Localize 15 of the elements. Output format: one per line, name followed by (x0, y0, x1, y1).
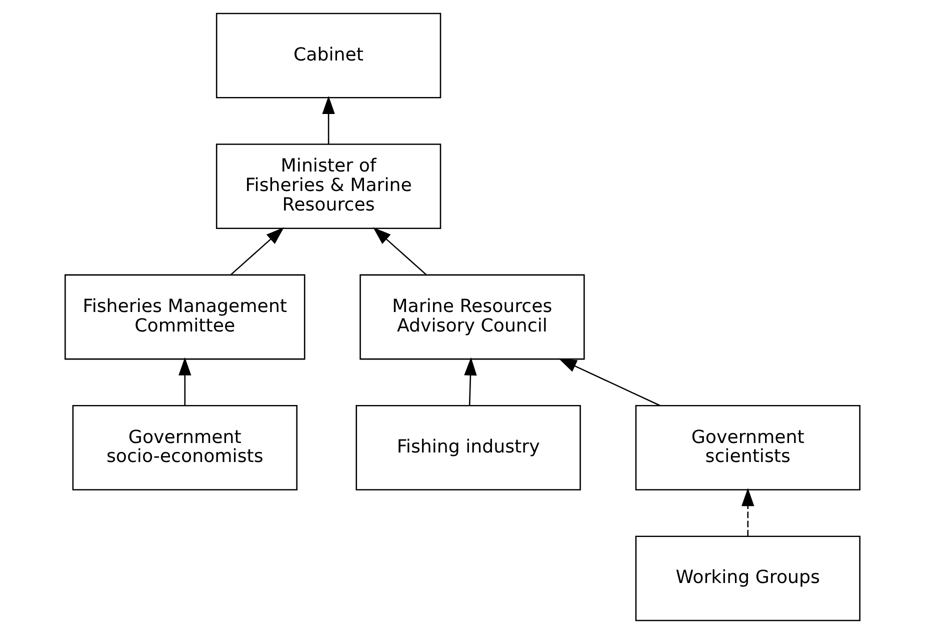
node-box: Government socio-economists (72, 405, 298, 490)
arrow (178, 357, 192, 406)
node-box: Government scientists (635, 405, 860, 490)
arrow (464, 357, 477, 406)
node-box: Minister of Fisheries & Marine Resources (216, 144, 442, 229)
arrow (558, 358, 660, 406)
arrow (322, 96, 335, 144)
node-box: Cabinet (216, 12, 442, 98)
arrow (373, 227, 427, 276)
arrow (230, 227, 284, 276)
node-box: Fisheries Management Committee (64, 274, 306, 360)
node-box: Working Groups (635, 536, 860, 622)
node-box: Marine Resources Advisory Council (360, 274, 585, 360)
arrow (742, 488, 754, 536)
node-box: Fishing industry (356, 405, 581, 490)
